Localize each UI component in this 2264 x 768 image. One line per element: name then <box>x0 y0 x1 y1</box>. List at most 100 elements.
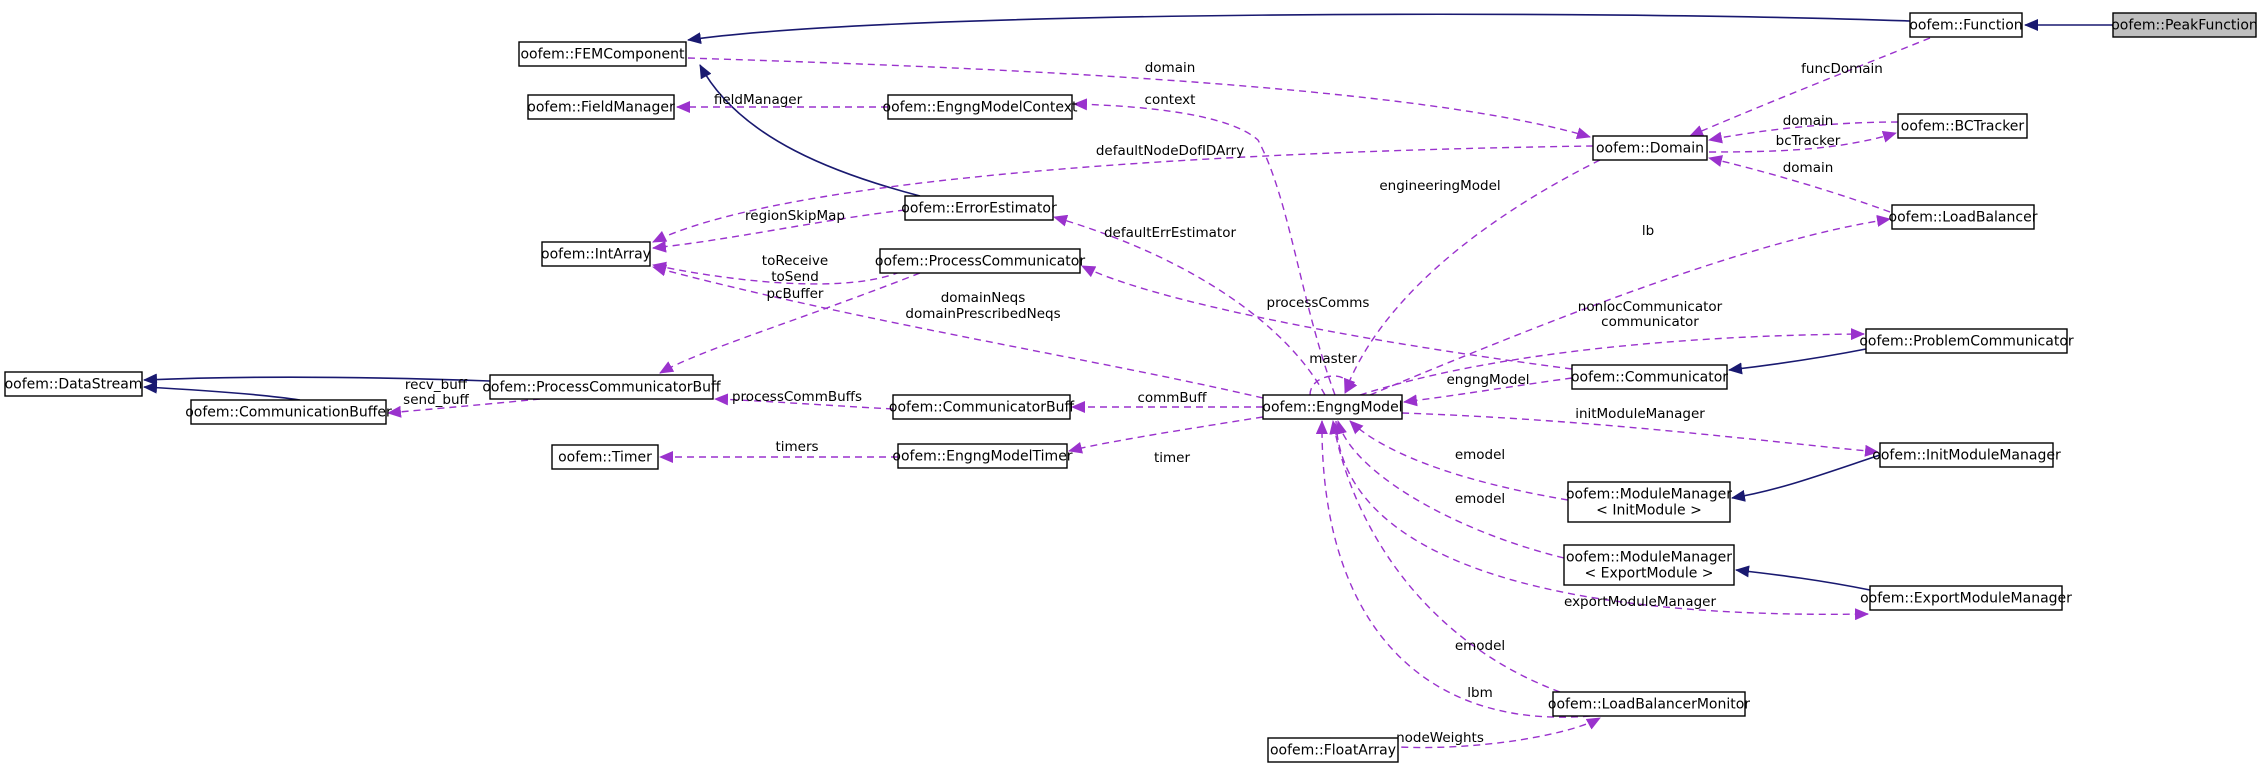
edge-label: emodel <box>1455 447 1505 463</box>
class-node-label: oofem::ErrorEstimator <box>901 200 1057 216</box>
edge-line <box>659 272 921 374</box>
class-node-load-balancer[interactable]: oofem::LoadBalancer <box>1889 204 2038 230</box>
class-node-problem-communicator[interactable]: oofem::ProblemCommunicator <box>1859 328 2074 354</box>
class-node-box <box>1571 364 1728 390</box>
class-node-data-stream[interactable]: oofem::DataStream <box>4 371 143 397</box>
class-node-label: oofem::IntArray <box>541 246 651 262</box>
class-node-box <box>897 443 1068 469</box>
class-node-box <box>2112 12 2257 38</box>
class-node-engng-model[interactable]: oofem::EngngModel <box>1262 394 1403 420</box>
class-node-peak-function[interactable]: oofem::PeakFunction <box>2111 12 2258 38</box>
edge-line <box>699 64 921 197</box>
edge-line <box>687 13 1911 45</box>
edge-line <box>1335 420 1565 559</box>
class-node-function[interactable]: oofem::Function <box>1909 12 2023 38</box>
edge-label: domain <box>1783 160 1834 176</box>
class-node-process-communicator-buff[interactable]: oofem::ProcessCommunicatorBuff <box>482 374 721 400</box>
edge-label: toSend <box>771 269 819 285</box>
edge-line <box>1068 416 1264 454</box>
class-node-box <box>1552 691 1746 717</box>
edge-line <box>1689 37 1931 137</box>
class-node-label: oofem::EngngModelContext <box>883 99 1078 115</box>
edge-line <box>387 398 541 418</box>
class-node-communicator-buff[interactable]: oofem::CommunicatorBuff <box>889 394 1075 420</box>
class-node-error-estimator[interactable]: oofem::ErrorEstimator <box>901 195 1057 221</box>
class-node-module-manager-export[interactable]: oofem::ModuleManager< ExportModule > <box>1563 544 1735 586</box>
class-node-box <box>892 394 1071 420</box>
class-node-init-module-manager[interactable]: oofem::InitModuleManager <box>1872 442 2061 468</box>
class-node-export-module-manager[interactable]: oofem::ExportModuleManager <box>1860 585 2072 611</box>
usage-edge-e09: fieldManager <box>676 92 888 113</box>
class-node-timer[interactable]: oofem::Timer <box>551 444 659 470</box>
class-node-box <box>1592 135 1708 161</box>
class-node-communicator[interactable]: oofem::Communicator <box>1571 364 1728 390</box>
edge-line <box>1735 565 1871 591</box>
class-node-float-array[interactable]: oofem::FloatArray <box>1267 737 1399 763</box>
class-node-label: oofem::Communicator <box>1571 369 1728 385</box>
edge-label: processComms <box>1267 295 1370 311</box>
edge-label: fieldManager <box>714 92 803 108</box>
edge-label: defaultErrEstimator <box>1104 225 1236 241</box>
usage-edge-e16: engineeringModel <box>1344 159 1601 393</box>
edge-label: commBuff <box>1137 390 1207 406</box>
edge-label: nodeWeights <box>1396 730 1484 746</box>
class-node-process-communicator[interactable]: oofem::ProcessCommunicator <box>875 248 1085 274</box>
class-node-label: oofem::EngngModelTimer <box>892 448 1072 464</box>
edge-line <box>1344 159 1601 393</box>
class-node-label: oofem::Domain <box>1596 140 1704 156</box>
usage-edge-e30: timers <box>659 439 898 463</box>
class-node-box <box>190 399 387 425</box>
class-node-label: oofem::CommunicatorBuff <box>889 399 1075 415</box>
edge-label: domainNeqs <box>941 290 1026 306</box>
class-node-box <box>1567 481 1731 523</box>
class-node-box <box>1879 442 2054 468</box>
edge-line <box>1349 420 1569 501</box>
class-node-engng-model-context[interactable]: oofem::EngngModelContext <box>883 94 1078 120</box>
class-node-label: < InitModule > <box>1596 502 1702 518</box>
class-node-field-manager[interactable]: oofem::FieldManager <box>527 94 675 120</box>
class-node-domain[interactable]: oofem::Domain <box>1592 135 1708 161</box>
class-node-engng-model-timer[interactable]: oofem::EngngModelTimer <box>892 443 1073 469</box>
edge-line <box>1708 121 1899 144</box>
inheritance-edge-e32 <box>1731 454 1881 502</box>
class-node-box <box>4 371 143 397</box>
usage-edge-e34: emodel <box>1335 420 1565 559</box>
edge-label: lbm <box>1467 685 1492 701</box>
edge-label: timers <box>775 439 818 455</box>
class-node-bctracker[interactable]: oofem::BCTracker <box>1897 113 2028 139</box>
edge-line <box>687 57 1591 140</box>
edge-label: timer <box>1154 450 1191 466</box>
class-node-femcomponent[interactable]: oofem::FEMComponent <box>518 41 687 67</box>
usage-edge-e04: domain <box>687 57 1591 140</box>
edge-line <box>1728 348 1867 375</box>
class-node-box <box>1865 328 2068 354</box>
inheritance-edge-e35 <box>1735 565 1871 591</box>
usage-edge-e05: funcDomain <box>1689 37 1931 137</box>
class-node-label: oofem::Timer <box>558 449 652 465</box>
usage-edge-e15: defaultErrEstimator <box>1053 214 1326 396</box>
edge-label: regionSkipMap <box>745 208 845 224</box>
edge-label: initModuleManager <box>1575 406 1705 422</box>
edge-line <box>1053 214 1326 396</box>
class-node-communication-buffer[interactable]: oofem::CommunicationBuffer <box>185 399 392 425</box>
usage-edge-e10: context <box>1073 92 1336 396</box>
class-node-label: oofem::ProcessCommunicatorBuff <box>482 379 721 395</box>
edge-line <box>1329 420 1561 693</box>
nodes-layer: oofem::PeakFunction oofem::Functionoofem:… <box>4 12 2258 763</box>
usage-edge-e07: bcTracker <box>1708 131 1897 153</box>
class-node-label: oofem::FieldManager <box>527 99 675 115</box>
class-node-box <box>1563 544 1735 586</box>
class-node-box <box>1267 737 1399 763</box>
class-node-int-array[interactable]: oofem::IntArray <box>541 241 651 267</box>
class-node-module-manager-init[interactable]: oofem::ModuleManager< InitModule > <box>1566 481 1732 523</box>
edge-label: recv_buff <box>405 377 468 393</box>
class-node-box <box>541 241 651 267</box>
inheritance-edge-e03 <box>699 64 921 197</box>
usage-edge-e17: lb <box>1369 214 1891 396</box>
class-node-load-balancer-monitor[interactable]: oofem::LoadBalancerMonitor <box>1548 691 1750 717</box>
class-node-label: oofem::PeakFunction <box>2111 17 2258 33</box>
edge-line <box>1073 98 1336 396</box>
